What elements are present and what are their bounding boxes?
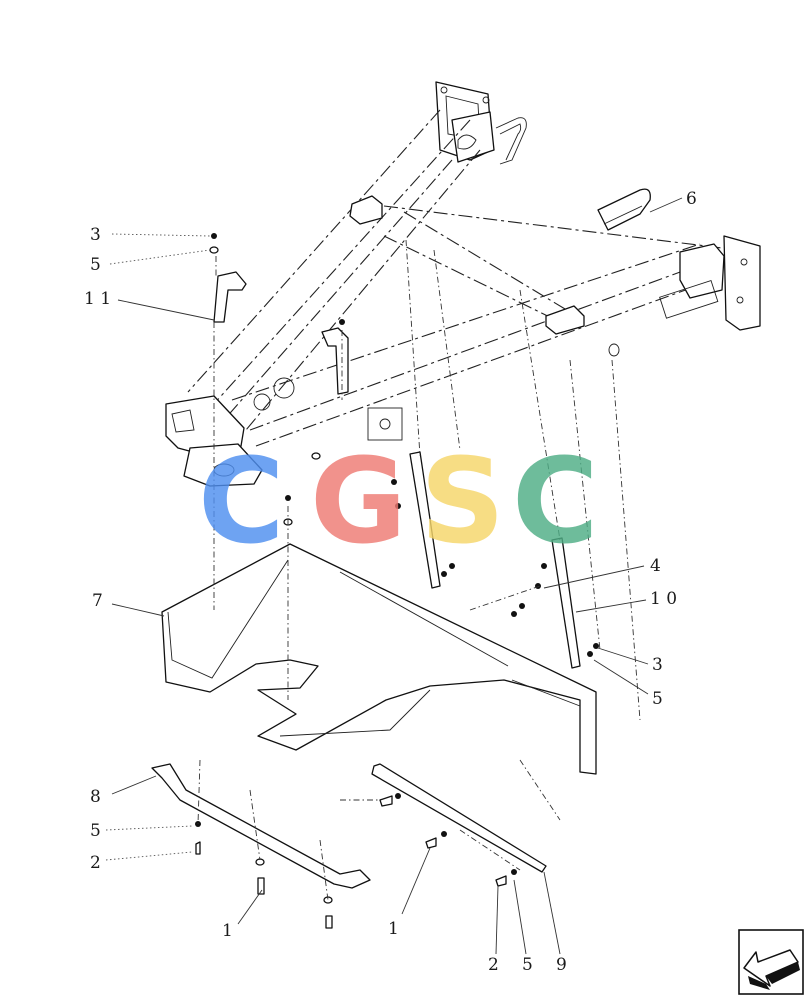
callout-1-mid: 1: [388, 919, 399, 939]
main-frame: [165, 81, 761, 487]
callout-9: 9: [556, 955, 567, 975]
watermark-letter-4: C: [512, 432, 599, 570]
callout-2-left: 2: [90, 853, 101, 873]
callout-6: 6: [686, 189, 697, 209]
callout-4: 4: [650, 556, 661, 576]
callout-labels: 3 5 1 1 6 4 1 0 7 3 5 8 5 2 1 1 2 5 9: [84, 189, 697, 975]
support-bar-part-10: [409, 451, 581, 669]
callout-5-bottom: 5: [522, 955, 533, 975]
callout-7: 7: [92, 591, 103, 611]
callout-5-right: 5: [652, 689, 663, 709]
callout-5-left: 5: [90, 821, 101, 841]
watermark: C G S C: [198, 432, 599, 570]
u-bolt-part-6: [597, 188, 651, 231]
callout-10: 1 0: [650, 589, 677, 609]
callout-11: 1 1: [84, 289, 111, 309]
bracket-part-9: [371, 763, 547, 873]
leader-lines: [105, 197, 683, 955]
callout-5-top: 5: [90, 255, 101, 275]
bracket-part-8: [151, 763, 371, 889]
strap-part-11: [213, 271, 349, 395]
arrow-back-icon[interactable]: [738, 929, 804, 995]
callout-1-left: 1: [222, 921, 233, 941]
watermark-letter-1: C: [198, 432, 285, 570]
callout-8: 8: [90, 787, 101, 807]
watermark-letter-3: S: [420, 432, 505, 570]
callout-3-right: 3: [652, 655, 663, 675]
watermark-letter-2: G: [310, 432, 407, 570]
hardware: [195, 233, 599, 929]
callout-2-bottom: 2: [488, 955, 499, 975]
shield-part-7: [161, 543, 597, 775]
callout-3-top: 3: [90, 225, 101, 245]
